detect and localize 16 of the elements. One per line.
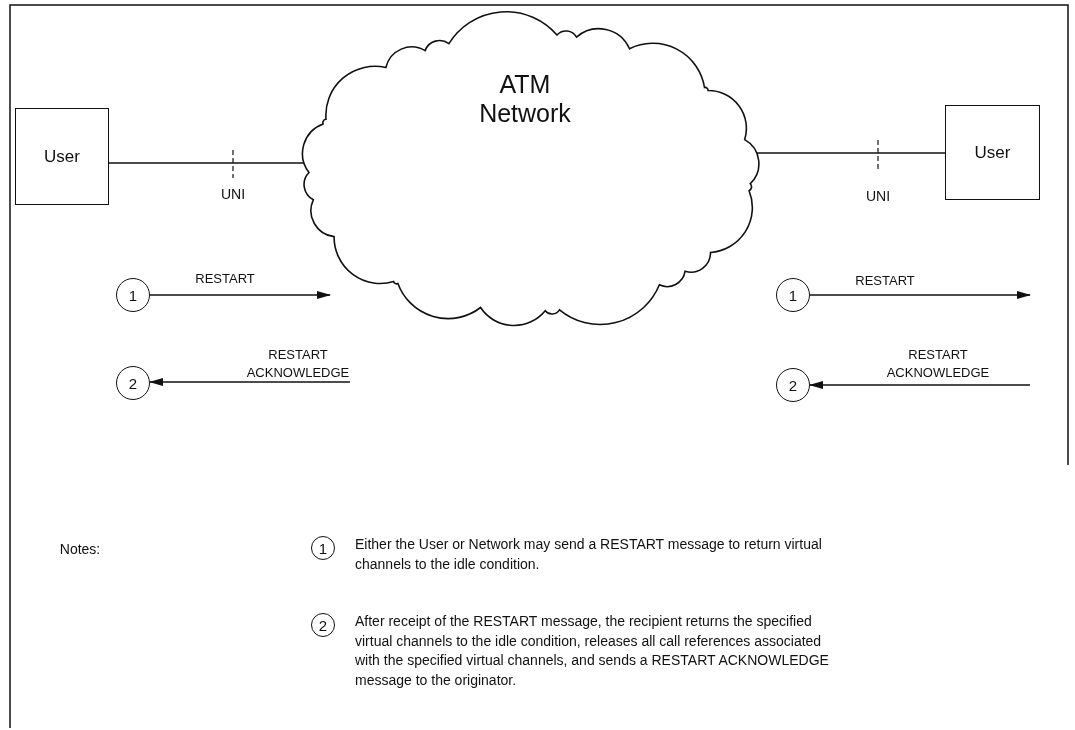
message-arrow	[809, 381, 1031, 389]
edge-label: RESTART	[194, 270, 256, 288]
edge-label: RESTART ACKNOWLEDGE	[885, 346, 991, 382]
message-arrow	[149, 291, 331, 299]
edge-label: RESTART ACKNOWLEDGE	[245, 346, 351, 382]
cloud-label: ATM Network	[478, 70, 572, 128]
user-box: User	[15, 108, 109, 205]
interface-label: UNI	[219, 185, 247, 204]
user-box: User	[945, 105, 1040, 200]
message-arrow	[809, 291, 1031, 299]
note-text: Either the User or Network may send a RESTART message to return virtual channels to the idle condition.	[355, 535, 823, 574]
notes-heading: Notes:	[58, 540, 102, 559]
message-arrow	[149, 378, 351, 386]
note-text: After receipt of the RESTART message, the recipient returns the specified virtual channels to the idle condition, releases all call references associated with the specified virtual channels, and sends a RESTART ACKNOWLEDGE message to the originator.	[355, 612, 830, 690]
edge-label: RESTART	[854, 272, 916, 290]
interface-label: UNI	[864, 187, 892, 206]
